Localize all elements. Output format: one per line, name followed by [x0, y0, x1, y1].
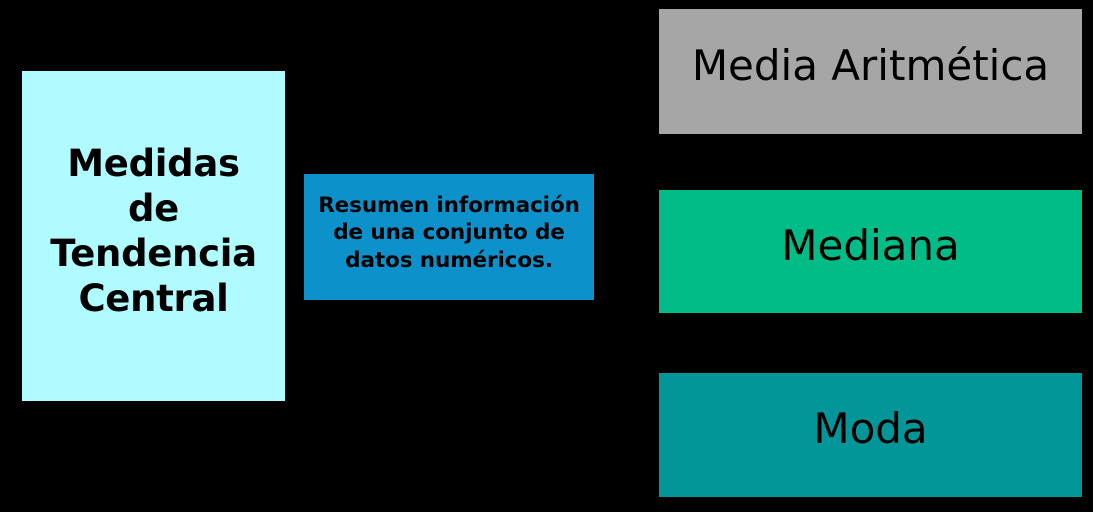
measure-box-mediana[interactable]: Mediana: [659, 190, 1082, 313]
measure-box-moda[interactable]: Moda: [659, 373, 1082, 497]
definition-box-resumen-informacion[interactable]: Resumen información de una conjunto de d…: [304, 174, 594, 300]
measure-box-media-aritmetica[interactable]: Media Aritmética: [659, 9, 1082, 134]
concept-box-medidas-tendencia-central[interactable]: Medidas de Tendencia Central: [22, 71, 285, 401]
